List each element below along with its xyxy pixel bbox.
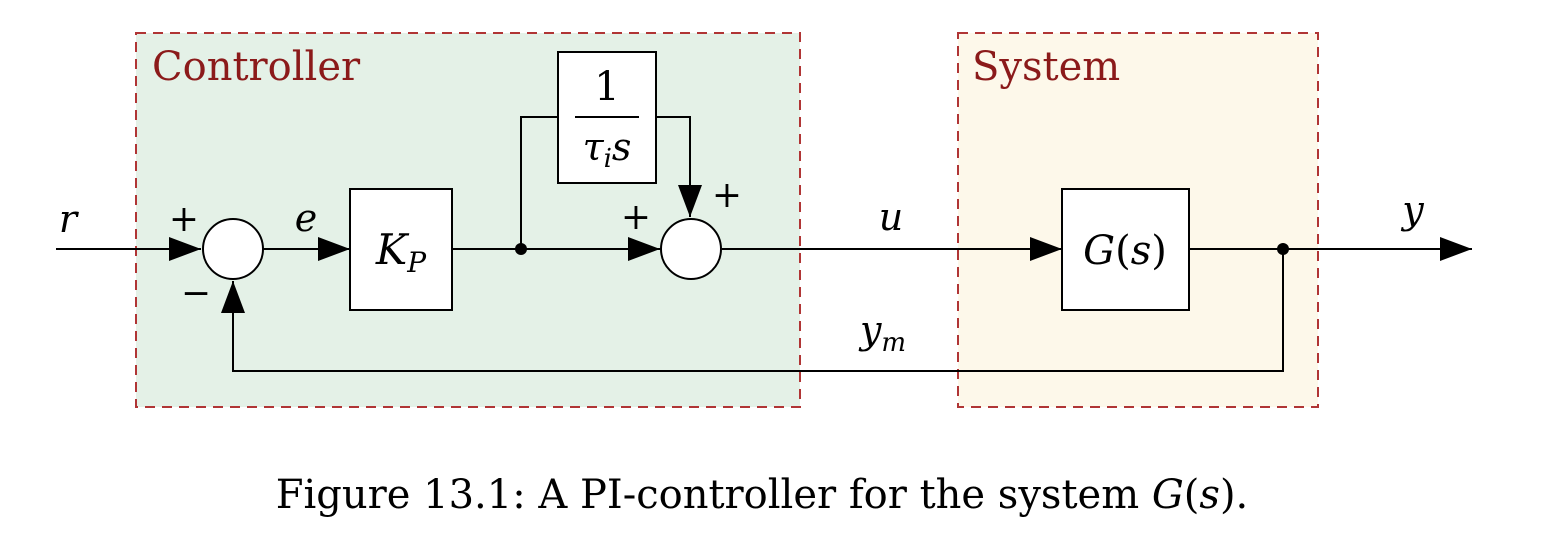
kp-block-label: KP: [375, 225, 427, 279]
integrator-input-line: [520, 116, 558, 249]
sum2-plus-left-sign: +: [621, 197, 651, 238]
system-label: System: [972, 44, 1120, 90]
plant-block: G(s): [1061, 188, 1190, 311]
integrator-numerator: 1: [594, 64, 619, 110]
sum2-plus-top-sign: +: [712, 175, 742, 216]
integrator-block: 1 τis: [557, 51, 657, 184]
kp-block-frame: [349, 188, 453, 311]
pi-summing-junction: [660, 218, 722, 280]
figure-caption: Figure 13.1: A PI-controller for the sys…: [276, 472, 1249, 518]
y-label: y: [1400, 188, 1424, 232]
plant-block-label: G(s): [1083, 228, 1167, 274]
branch-point-output: [1277, 243, 1289, 255]
ym-feedback-line: [221, 249, 1284, 372]
e-label: e: [295, 196, 318, 240]
sum1-minus-sign: −: [181, 273, 211, 314]
sum1-plus-sign: +: [169, 199, 199, 240]
kp-block: KP: [349, 188, 453, 311]
r-label: r: [59, 197, 80, 241]
integrator-output-line: [656, 116, 702, 217]
ym-label: ym: [858, 308, 906, 358]
integrator-denominator: τis: [583, 125, 632, 174]
signal-lines: [56, 116, 1472, 372]
error-summing-junction: [202, 218, 264, 280]
integrator-block-frame: [557, 51, 657, 184]
u-label: u: [879, 195, 903, 239]
branch-point-controller: [515, 243, 527, 255]
plant-block-frame: [1061, 188, 1190, 311]
controller-label: Controller: [152, 44, 361, 90]
